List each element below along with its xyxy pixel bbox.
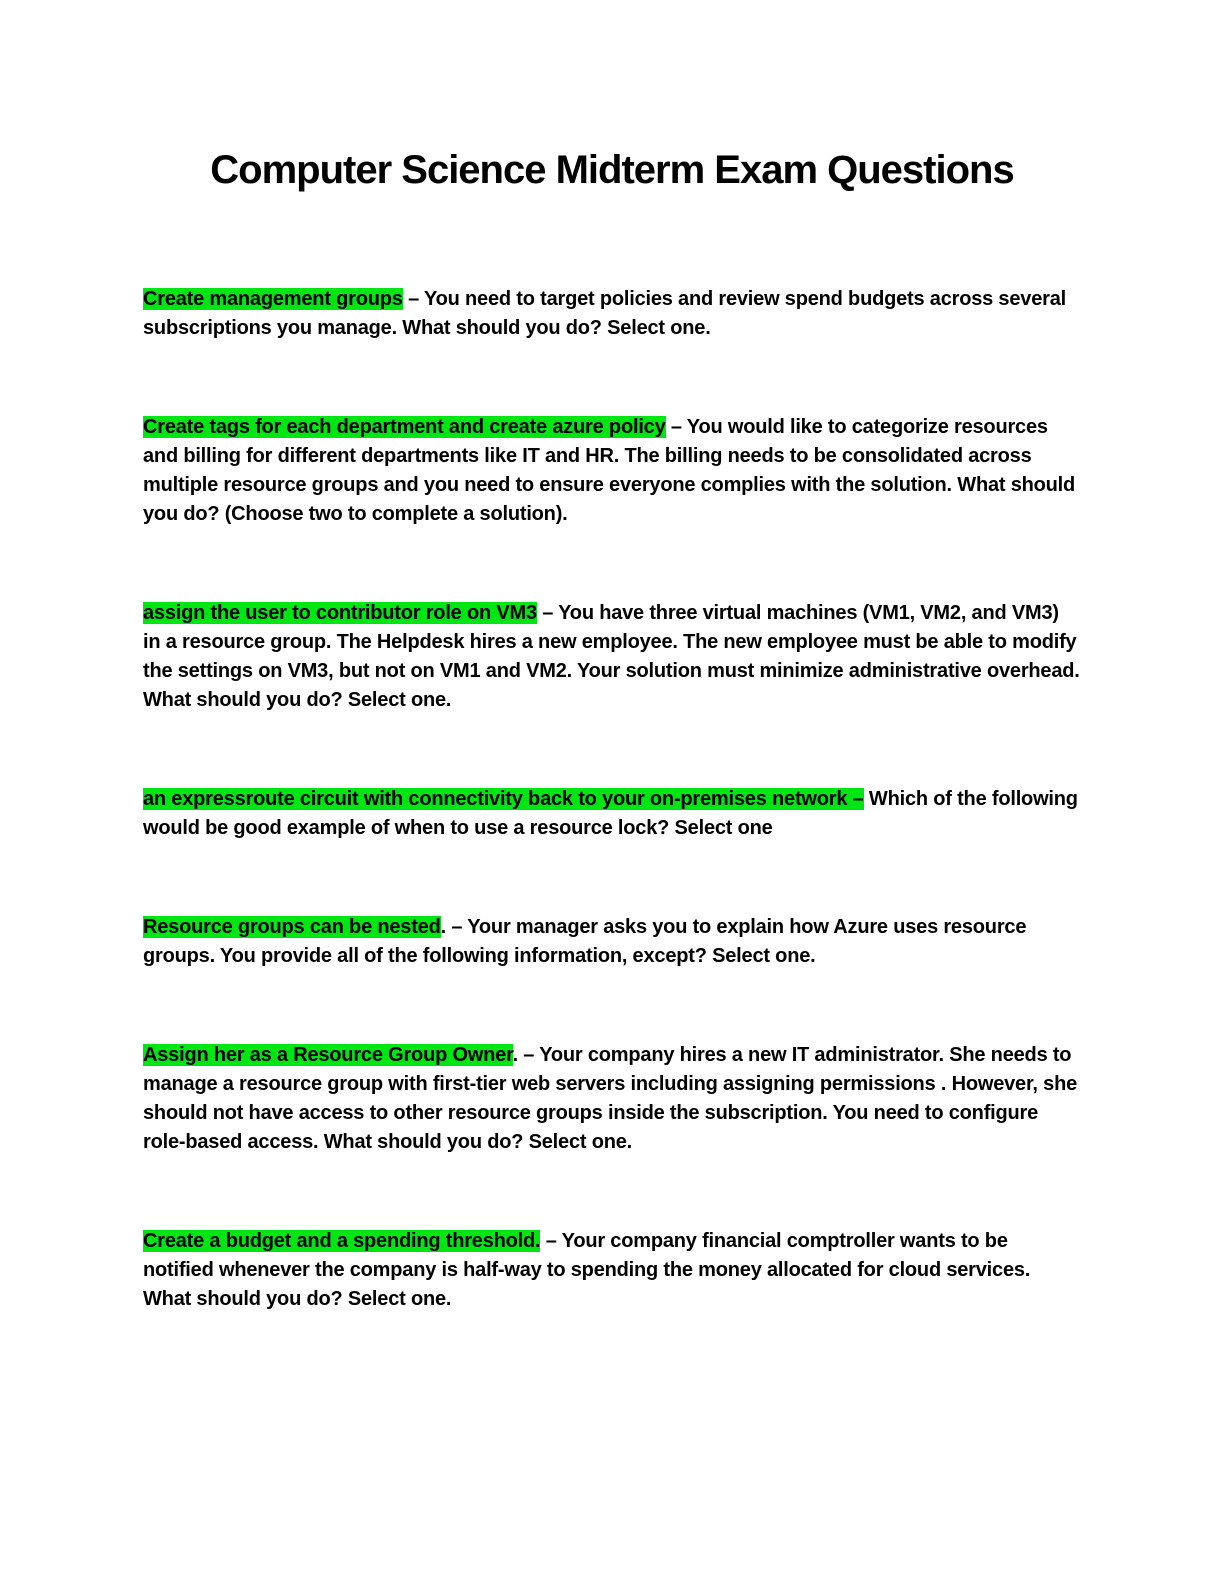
question-text: . – Your manager asks you to explain how… bbox=[143, 916, 1027, 967]
question-text: – You have three virtual machines (VM1, … bbox=[143, 602, 1080, 711]
question-item: an expressroute circuit with connectivit… bbox=[143, 785, 1081, 843]
question-text: Which of the following would be good exa… bbox=[143, 788, 1078, 839]
question-text: – You need to target policies and review… bbox=[143, 288, 1066, 339]
question-item: Create a budget and a spending threshold… bbox=[143, 1227, 1081, 1314]
question-item: Create tags for each department and crea… bbox=[143, 413, 1081, 529]
answer-highlight: Create a budget and a spending threshold… bbox=[143, 1230, 541, 1252]
question-text: – You would like to categorize resources… bbox=[143, 416, 1076, 525]
answer-highlight: Resource groups can be nested bbox=[143, 916, 441, 938]
question-item: Assign her as a Resource Group Owner. – … bbox=[143, 1041, 1081, 1157]
answer-highlight: Create management groups bbox=[143, 288, 403, 310]
question-item: Resource groups can be nested. – Your ma… bbox=[143, 913, 1081, 971]
question-item: assign the user to contributor role on V… bbox=[143, 599, 1081, 715]
answer-highlight: an expressroute circuit with connectivit… bbox=[143, 788, 864, 810]
answer-highlight: assign the user to contributor role on V… bbox=[143, 602, 537, 624]
page-title: Computer Science Midterm Exam Questions bbox=[210, 148, 1014, 192]
question-text: – Your company financial comptroller wan… bbox=[143, 1230, 1031, 1310]
question-item: Create management groups – You need to t… bbox=[143, 285, 1081, 343]
question-text: . – Your company hires a new IT administ… bbox=[143, 1044, 1078, 1153]
answer-highlight: Create tags for each department and crea… bbox=[143, 416, 666, 438]
answer-highlight: Assign her as a Resource Group Owner bbox=[143, 1044, 513, 1066]
